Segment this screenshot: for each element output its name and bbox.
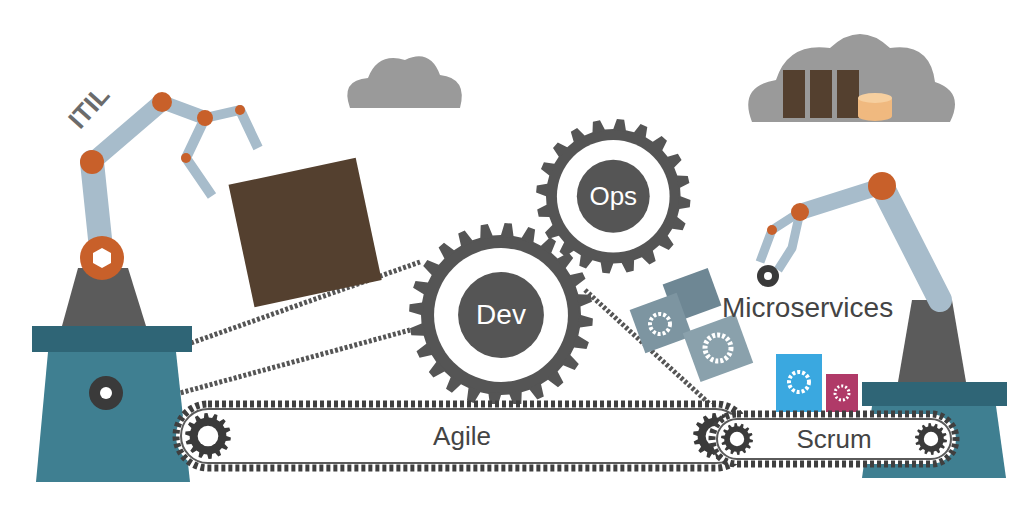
cloud — [347, 56, 461, 108]
conveyor-belt: Agile — [172, 400, 752, 472]
belt-label: Agile — [433, 421, 491, 452]
robot-label: ITIL — [62, 80, 116, 135]
database-cylinder — [858, 93, 892, 121]
server-box — [837, 70, 859, 118]
server-box — [810, 70, 832, 118]
gear-label: Dev — [476, 299, 526, 331]
gear-node: Dev — [408, 222, 594, 408]
server-box — [783, 70, 805, 118]
gear-label: Ops — [589, 181, 637, 212]
gear-node: Ops — [535, 118, 692, 275]
belt-label: Scrum — [796, 424, 871, 455]
conveyor-belt: Scrum — [708, 410, 960, 468]
cargo-box — [229, 158, 382, 307]
cloud — [748, 34, 955, 122]
microservice-packages — [630, 268, 858, 412]
left-robot-arm — [32, 92, 258, 482]
section-label: Microservices — [722, 292, 893, 324]
